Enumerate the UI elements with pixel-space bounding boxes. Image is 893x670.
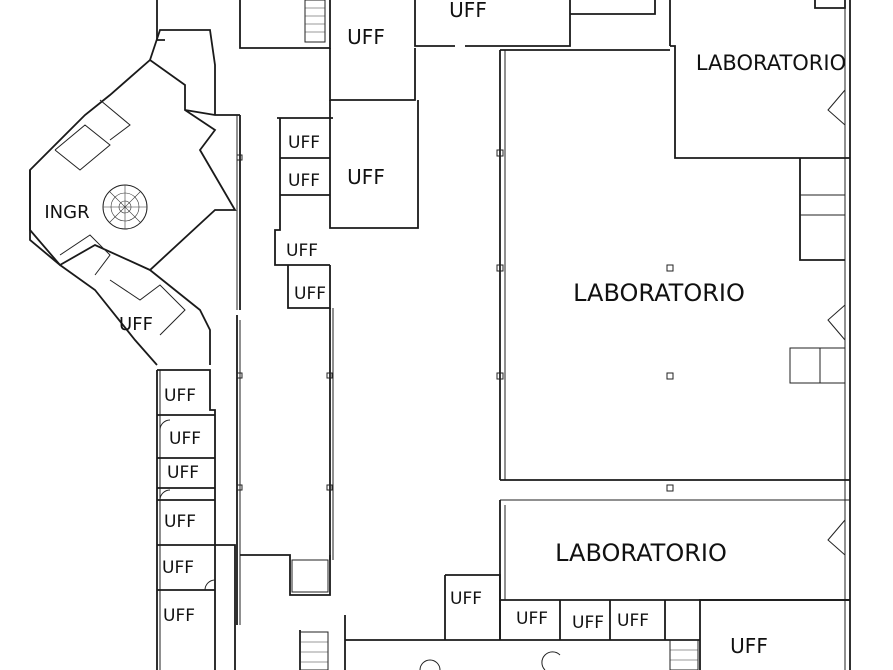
entrance-pavilion: [29, 29, 240, 366]
room-labels: UFF UFF UFF UFF UFF UFF UFF INGR UFF UFF…: [44, 0, 846, 658]
label-ingr: INGR: [44, 202, 89, 223]
label-uff-bottom-right: UFF: [730, 634, 768, 658]
label-uff-wing: UFF: [119, 314, 153, 335]
label-uff-col-2: UFF: [169, 429, 201, 449]
label-uff-col-6: UFF: [163, 606, 195, 626]
label-uff-upper: UFF: [347, 25, 385, 49]
label-lab-main: LABORATORIO: [573, 279, 745, 307]
stair-top-icon: [304, 0, 326, 43]
label-uff-mid: UFF: [347, 165, 385, 189]
label-uff-small-1: UFF: [288, 133, 320, 153]
label-lab-lower: LABORATORIO: [555, 539, 727, 567]
central-blocks: [236, 0, 700, 670]
outer-walls: [156, 0, 851, 670]
label-uff-col-5: UFF: [162, 558, 194, 578]
stair-bottom-right-icon: [669, 639, 699, 670]
left-office-column: [156, 315, 241, 670]
label-uff-top: UFF: [449, 0, 487, 22]
label-uff-small-3: UFF: [286, 241, 318, 261]
label-uff-small-4: UFF: [294, 284, 326, 304]
label-uff-bottom-4: UFF: [617, 611, 649, 631]
label-lab-top-right: LABORATORIO: [696, 51, 846, 75]
bottom-office-row: [419, 574, 699, 670]
label-uff-bottom-1: UFF: [450, 589, 482, 609]
label-uff-bottom-2: UFF: [516, 609, 548, 629]
label-uff-bottom-3: UFF: [572, 613, 604, 633]
label-uff-col-3: UFF: [167, 463, 199, 483]
label-uff-small-2: UFF: [288, 171, 320, 191]
stair-bottom-icon: [299, 631, 329, 670]
label-uff-col-4: UFF: [164, 512, 196, 532]
label-uff-col-1: UFF: [164, 386, 196, 406]
laboratory-areas: [236, 45, 850, 601]
